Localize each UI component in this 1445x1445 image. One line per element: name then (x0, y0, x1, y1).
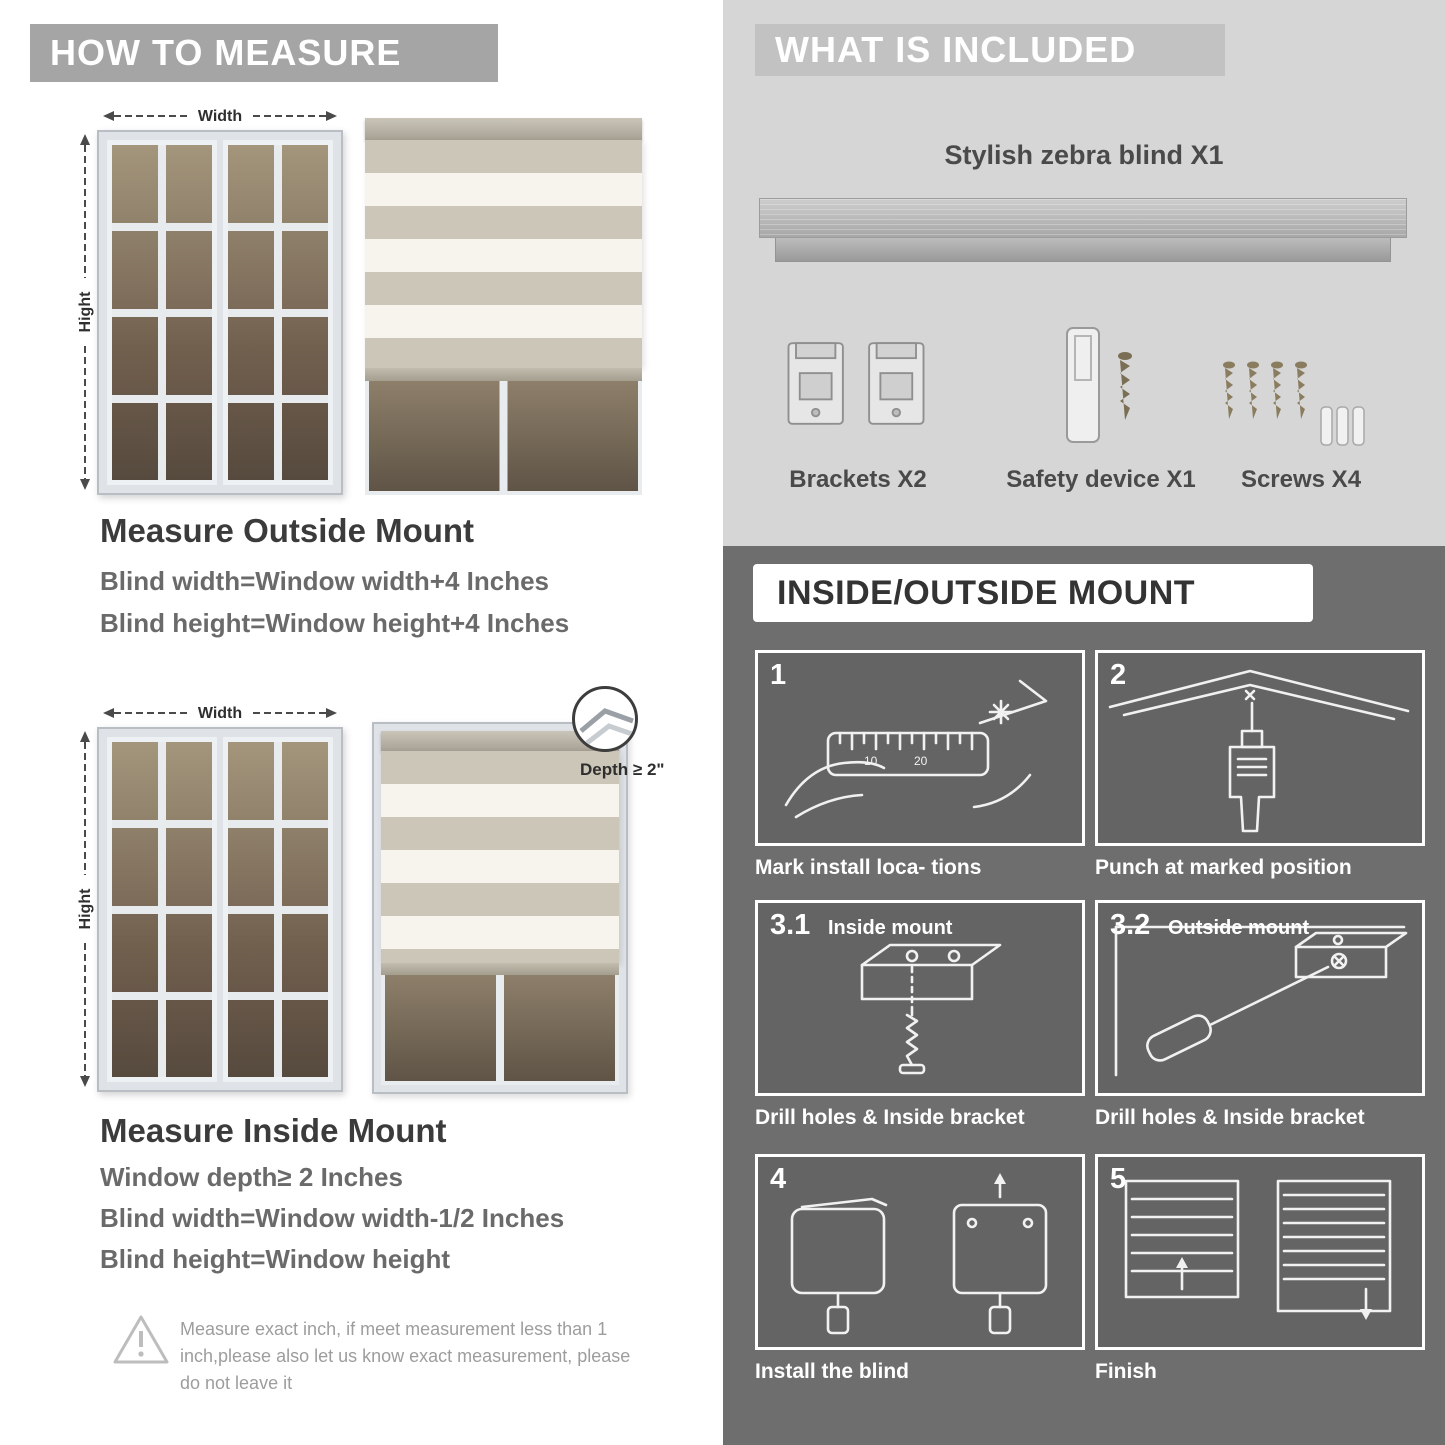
mark-location-illustration: 10 20 (784, 679, 1048, 819)
window-sash (107, 140, 217, 485)
window-below-blind (365, 381, 642, 495)
step-4: 4 Inst (755, 1154, 1085, 1384)
window-corner-detail (579, 708, 635, 745)
safety-device-icon (1066, 327, 1132, 443)
step-number: 4 (770, 1163, 787, 1195)
step-number: 5 (1110, 1163, 1127, 1195)
height-label: Hight (77, 888, 94, 930)
step-3-2-box: 3.2 Outside mount (1095, 900, 1425, 1096)
measure-note: Measure exact inch, if meet measurement … (180, 1319, 631, 1393)
step-caption: Install the blind (755, 1360, 910, 1383)
how-to-measure-header: HOW TO MEASURE (30, 24, 498, 82)
drill-illustration (1108, 669, 1410, 833)
window-illustration (97, 130, 343, 495)
width-arrow: Width (103, 108, 337, 125)
step-caption: Finish (1095, 1360, 1157, 1383)
step-caption: Drill holes & Inside bracket (1095, 1106, 1365, 1129)
screws-icon (1223, 361, 1365, 446)
install-blind-illustration (790, 1173, 1048, 1335)
inside-formula-depth: Window depth≥ 2 Inches (100, 1162, 403, 1192)
step-3-2: 3.2 Outside mount Dril (1095, 900, 1425, 1130)
step-2: 2 Punch at marked position (1095, 650, 1425, 880)
depth-callout-label: Depth ≥ 2" (580, 760, 665, 779)
step-2-box: 2 (1095, 650, 1425, 846)
step-3-1-box: 3.1 Inside mount (755, 900, 1085, 1096)
inside-formula-height: Blind height=Window height (100, 1244, 450, 1274)
warning-triangle-icon (113, 1315, 169, 1364)
window-illustration (97, 727, 343, 1092)
window-sash (223, 140, 333, 485)
inside-formula-width: Blind width=Window width-1/2 Inches (100, 1203, 565, 1233)
blind-headrail (365, 118, 642, 140)
step-5: 5 Finish (1095, 1154, 1425, 1384)
outside-formula-width: Blind width=Window width+4 Inches (100, 566, 549, 596)
height-arrow: Hight (77, 731, 94, 1087)
ruler-number: 10 (864, 754, 878, 768)
width-label: Width (198, 108, 242, 125)
step-number: 2 (1110, 659, 1127, 691)
inside-bracket-illustration (860, 943, 1002, 1075)
width-arrow: Width (103, 705, 337, 722)
height-arrow: Hight (77, 134, 94, 490)
blind-stripes (381, 751, 619, 963)
blind-bottomrail (381, 963, 619, 975)
outside-formula-height: Blind height=Window height+4 Inches (100, 608, 570, 638)
depth-callout-circle (572, 686, 638, 752)
step-caption: Punch at marked position (1095, 856, 1352, 879)
step-3-1: 3.1 Inside mount Drill holes & Ins (755, 900, 1085, 1130)
what-is-included-section: WHAT IS INCLUDED Stylish zebra blind X1 (723, 0, 1445, 546)
blind-headrail (381, 731, 619, 751)
outside-bracket-illustration (1114, 925, 1408, 1077)
window-sash (107, 737, 217, 1082)
ruler-number: 20 (914, 754, 928, 768)
outside-blind-illustration (365, 118, 642, 495)
mount-guide-header: INSIDE/OUTSIDE MOUNT (753, 564, 1313, 622)
safety-device-label: Safety device X1 (1006, 466, 1196, 493)
window-sash (223, 737, 333, 1082)
width-label: Width (198, 705, 242, 722)
window-below-blind (381, 975, 619, 1085)
step-caption: Mark install loca- tions (755, 856, 982, 879)
step-caption: Drill holes & Inside bracket (755, 1106, 1025, 1129)
inside-mount-title: Measure Inside Mount (100, 1112, 447, 1149)
step-4-box: 4 (755, 1154, 1085, 1350)
finish-illustration (1124, 1179, 1392, 1320)
inside-blind-illustration (372, 722, 628, 1094)
blind-stripes (365, 140, 642, 368)
height-label: Hight (77, 291, 94, 333)
step-1: 1 10 20 Mark install loca- tions (755, 650, 1085, 880)
brackets-icon (787, 342, 925, 425)
brackets-label: Brackets X2 (789, 466, 927, 493)
headrail-bottom-bar (775, 238, 1391, 262)
step-number: 3.2 (1110, 909, 1151, 941)
step-1-box: 1 10 20 (755, 650, 1085, 846)
step-number: 3.1 (770, 909, 811, 941)
mount-guide-section: INSIDE/OUTSIDE MOUNT 1 10 20 (723, 546, 1445, 1445)
product-label: Stylish zebra blind X1 (944, 140, 1224, 170)
what-is-included-header: WHAT IS INCLUDED (755, 24, 1225, 76)
step-tag: Outside mount (1168, 917, 1310, 939)
outside-mount-title: Measure Outside Mount (100, 512, 475, 549)
inside-window-figure: Width Hight (75, 697, 345, 1095)
screws-label: Screws X4 (1240, 466, 1362, 493)
blind-bottomrail (365, 368, 642, 381)
headrail-image (759, 198, 1407, 262)
step-number: 1 (770, 659, 787, 691)
step-5-box: 5 (1095, 1154, 1425, 1350)
headrail-top-bar (759, 198, 1407, 238)
outside-window-figure: Width Hight (75, 100, 345, 498)
step-tag: Inside mount (828, 917, 953, 939)
